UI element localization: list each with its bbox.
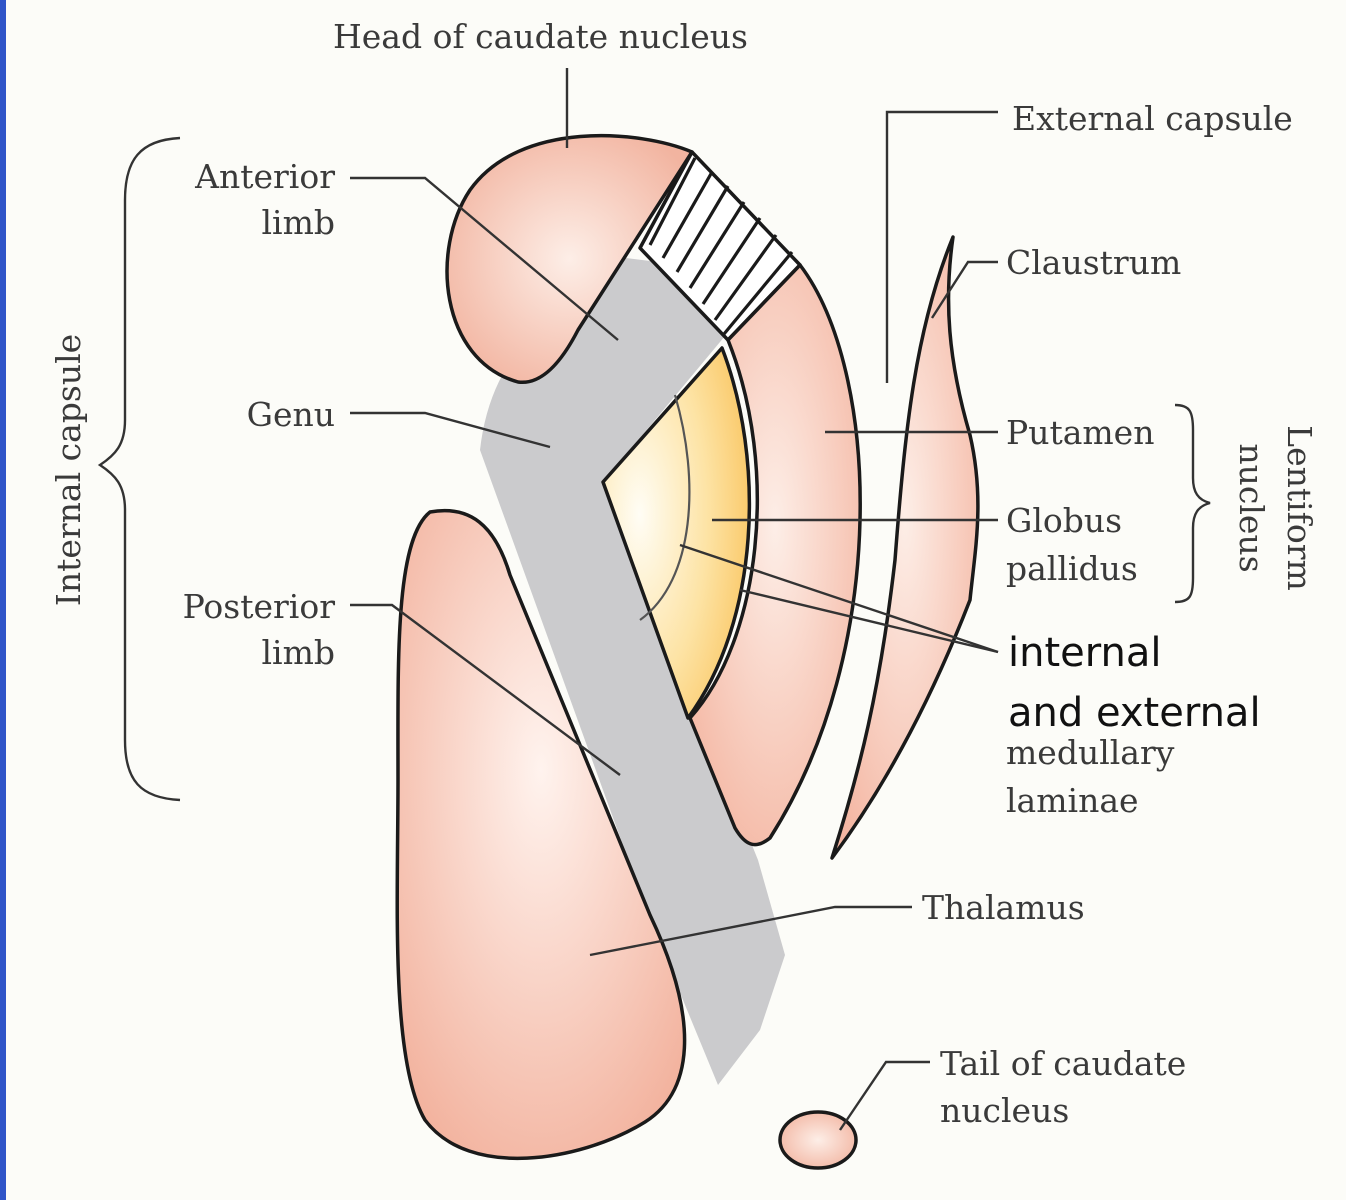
tail-of-caudate-shape xyxy=(778,1110,858,1170)
head-of-caudate-nucleus-shape xyxy=(445,133,694,384)
leader-external-capsule xyxy=(885,110,998,383)
label-posterior: Posterior xyxy=(183,587,336,626)
label-nucleus: nucleus xyxy=(1232,443,1271,572)
claustrum-shape xyxy=(830,235,980,860)
external-capsule-stripes xyxy=(648,157,794,336)
label-genu: Genu xyxy=(247,395,335,434)
label-tail-nucleus: nucleus xyxy=(940,1091,1069,1130)
label-pallidus: pallidus xyxy=(1006,549,1138,588)
label-internal-capsule: Internal capsule xyxy=(49,334,88,606)
leader-anterior-limb xyxy=(350,176,619,341)
internal-medullary-lamina xyxy=(639,394,691,621)
frame-edge xyxy=(0,0,6,1200)
internal-capsule-shape xyxy=(480,255,785,1085)
leader-lines xyxy=(350,68,999,1131)
lentiform-nucleus-brace xyxy=(1174,403,1211,604)
leader-posterior-limb xyxy=(350,603,621,776)
label-laminae: laminae xyxy=(1006,781,1139,820)
label-claustrum: Claustrum xyxy=(1006,243,1181,282)
label-head-of-caudate-nucleus: Head of caudate nucleus xyxy=(333,17,748,56)
label-lentiform: Lentiform xyxy=(1280,425,1319,591)
label-globus: Globus xyxy=(1006,501,1122,540)
labels: Head of caudate nucleus External capsule… xyxy=(49,17,1319,1130)
globus-pallidus-shape xyxy=(601,346,752,720)
label-anterior-limb: limb xyxy=(261,203,335,242)
leader-claustrum xyxy=(930,260,998,319)
leader-tail-caudate xyxy=(839,1060,930,1131)
label-thalamus: Thalamus xyxy=(922,888,1085,927)
label-anterior: Anterior xyxy=(194,157,335,196)
putamen-shape xyxy=(688,263,862,847)
leader-genu xyxy=(350,411,551,449)
thalamus-shape xyxy=(395,509,687,1161)
label-and-external: and external xyxy=(1008,690,1261,736)
label-putamen: Putamen xyxy=(1006,413,1154,452)
leader-thalamus xyxy=(589,905,912,957)
label-posterior-limb: limb xyxy=(261,633,335,672)
leader-laminae-2 xyxy=(739,588,999,654)
internal-capsule-brace xyxy=(97,136,181,802)
leader-laminae-1 xyxy=(679,543,999,654)
label-internal: internal xyxy=(1008,630,1161,676)
label-external-capsule: External capsule xyxy=(1012,99,1293,138)
label-medullary: medullary xyxy=(1006,733,1175,772)
label-tail-of-caudate: Tail of caudate xyxy=(940,1044,1186,1083)
